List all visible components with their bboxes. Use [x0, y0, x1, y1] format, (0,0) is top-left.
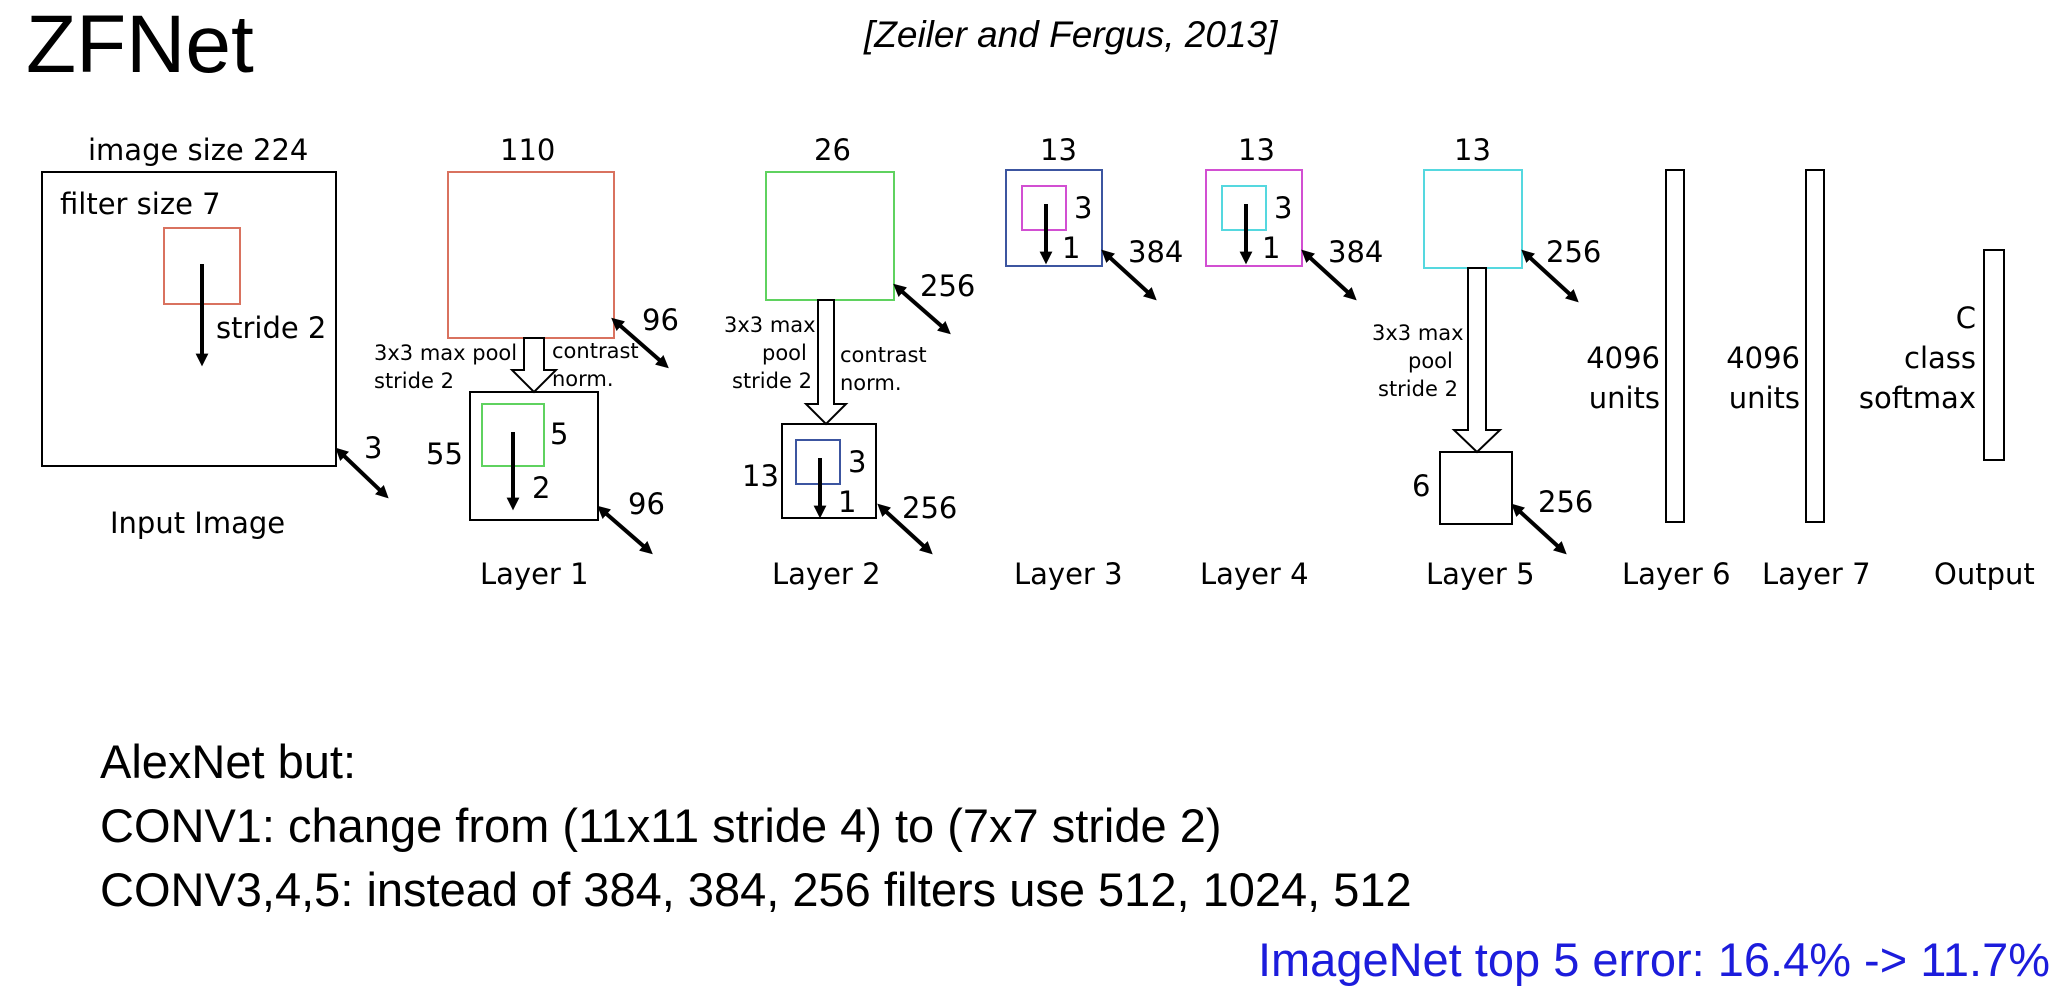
output-caption: Output	[1934, 557, 2035, 591]
layer1-filter-size-label: 5	[550, 417, 568, 451]
layer1-pooled-size-label: 55	[426, 437, 463, 471]
layer3-filter-size-label: 3	[1074, 191, 1092, 225]
layer2-pool-label-1: 3x3 max	[724, 313, 816, 337]
layer5-depth-arrow	[1521, 249, 1579, 303]
layer4-volume	[1205, 169, 1303, 267]
layer1-depth-arrow	[611, 317, 669, 369]
output-label-2: class	[1904, 341, 1976, 375]
layer2-size-label: 26	[814, 133, 851, 167]
layer5-caption: Layer 5	[1426, 557, 1535, 591]
layer1-caption: Layer 1	[480, 557, 589, 591]
zfnet-architecture-diagram: image size 224 filter size 7 stride 2 3 …	[41, 133, 2035, 591]
layer2-block: 26 256 3x3 max pool stride 2 contrast no…	[724, 133, 975, 591]
notes-block: AlexNet but: CONV1: change from (11x11 s…	[100, 730, 1412, 922]
layer2-pool-arrow	[803, 299, 849, 426]
layer7-units-label-2: units	[1729, 381, 1800, 415]
layer6-units-label-1: 4096	[1586, 341, 1660, 375]
output-label-1: C	[1956, 301, 1976, 335]
layer2-depth-label: 256	[920, 269, 975, 303]
layer7-caption: Layer 7	[1762, 557, 1871, 591]
input-image-block: image size 224 filter size 7 stride 2 3 …	[41, 133, 389, 540]
layer2-caption: Layer 2	[772, 557, 881, 591]
layer2-norm-label-1: contrast	[840, 343, 927, 367]
layer1-pool-arrow	[509, 337, 559, 394]
citation: [Zeiler and Fergus, 2013]	[864, 14, 1278, 55]
output-label-3: softmax	[1859, 381, 1976, 415]
notes-line-2: CONV1: change from (11x11 stride 4) to (…	[100, 799, 1222, 852]
layer2-pooled-size-label: 13	[742, 459, 779, 493]
layer5-block: 13 256 3x3 max pool stride 2 6 256 Layer…	[1372, 133, 1601, 591]
layer1-stride-label: 2	[532, 471, 550, 505]
imagenet-error-result: ImageNet top 5 error: 16.4% -> 11.7%	[1257, 933, 2050, 986]
layer3-depth-label: 384	[1128, 235, 1183, 269]
layer5-size-label: 13	[1454, 133, 1491, 167]
layer2-norm-label-2: norm.	[840, 371, 902, 395]
output-softmax-bar	[1983, 249, 2005, 461]
layer4-depth-arrow	[1301, 249, 1357, 301]
layer7-units-label-1: 4096	[1726, 341, 1800, 375]
layer2-depth-arrow	[893, 283, 951, 335]
layer1-pool-label-1: 3x3 max pool	[374, 341, 517, 365]
layer5-pool-label-1: 3x3 max	[1372, 321, 1464, 345]
layer1-depth-label: 96	[642, 303, 679, 337]
notes-line-3: CONV3,4,5: instead of 384, 384, 256 filt…	[100, 863, 1412, 916]
layer1-size-label: 110	[500, 133, 555, 167]
layer5-depth-label: 256	[1546, 235, 1601, 269]
layer5-pooled-size-label: 6	[1412, 469, 1430, 503]
input-caption: Input Image	[110, 506, 285, 540]
input-filter-label: filter size 7	[60, 187, 221, 221]
layer1-pooled-volume	[469, 391, 599, 521]
layer3-volume	[1005, 169, 1103, 267]
layer6-block: 4096 units Layer 6	[1586, 169, 1731, 591]
input-size-label: image size 224	[88, 133, 308, 167]
layer6-units-label-2: units	[1589, 381, 1660, 415]
layer4-block: 13 3 1 384 Layer 4	[1200, 133, 1383, 591]
layer4-caption: Layer 4	[1200, 557, 1309, 591]
notes-line-1: AlexNet but:	[100, 735, 357, 788]
layer6-caption: Layer 6	[1622, 557, 1731, 591]
layer3-block: 13 3 1 384 Layer 3	[1005, 133, 1183, 591]
layer6-fc-bar	[1665, 169, 1685, 523]
layer2-pooled-volume	[781, 423, 877, 519]
layer5-pooled-depth-arrow	[1511, 503, 1567, 555]
layer4-depth-label: 384	[1328, 235, 1383, 269]
layer5-pooled-volume	[1439, 451, 1513, 525]
layer5-pool-label-2: pool	[1408, 349, 1453, 373]
layer2-stride-label: 1	[838, 485, 856, 519]
layer3-size-label: 13	[1040, 133, 1077, 167]
layer2-volume	[765, 171, 895, 301]
input-volume	[41, 171, 337, 467]
layer3-depth-arrow	[1101, 249, 1157, 301]
layer5-pooled-depth-label: 256	[1538, 485, 1593, 519]
layer3-stride-label: 1	[1062, 231, 1080, 265]
input-depth-arrow	[335, 447, 389, 499]
layer5-pool-label-3: stride 2	[1378, 377, 1458, 401]
layer2-pool-label-2: pool	[762, 341, 807, 365]
layer5-pool-arrow	[1451, 267, 1503, 454]
layer4-stride-label: 1	[1262, 231, 1280, 265]
layer1-pool-label-2: stride 2	[374, 369, 454, 393]
input-stride-label: stride 2	[216, 311, 326, 345]
layer1-norm-label-2: norm.	[552, 367, 614, 391]
layer2-filter-size-label: 3	[848, 445, 866, 479]
output-block: C class softmax Output	[1859, 249, 2035, 591]
layer2-pooled-depth-arrow	[877, 503, 933, 555]
layer1-block: 110 96 3x3 max pool stride 2 contrast no…	[374, 133, 679, 591]
layer7-fc-bar	[1805, 169, 1825, 523]
input-depth-label: 3	[364, 431, 382, 465]
layer3-caption: Layer 3	[1014, 557, 1123, 591]
layer1-pooled-depth-label: 96	[628, 487, 665, 521]
layer2-pool-label-3: stride 2	[732, 369, 812, 393]
layer1-norm-label-1: contrast	[552, 339, 639, 363]
layer5-volume	[1423, 169, 1523, 269]
layer4-size-label: 13	[1238, 133, 1275, 167]
layer4-filter-size-label: 3	[1274, 191, 1292, 225]
layer2-pooled-depth-label: 256	[902, 491, 957, 525]
slide-title: ZFNet	[26, 0, 254, 90]
layer1-pooled-depth-arrow	[597, 505, 653, 555]
layer1-volume	[447, 171, 615, 339]
layer7-block: 4096 units Layer 7	[1726, 169, 1871, 591]
